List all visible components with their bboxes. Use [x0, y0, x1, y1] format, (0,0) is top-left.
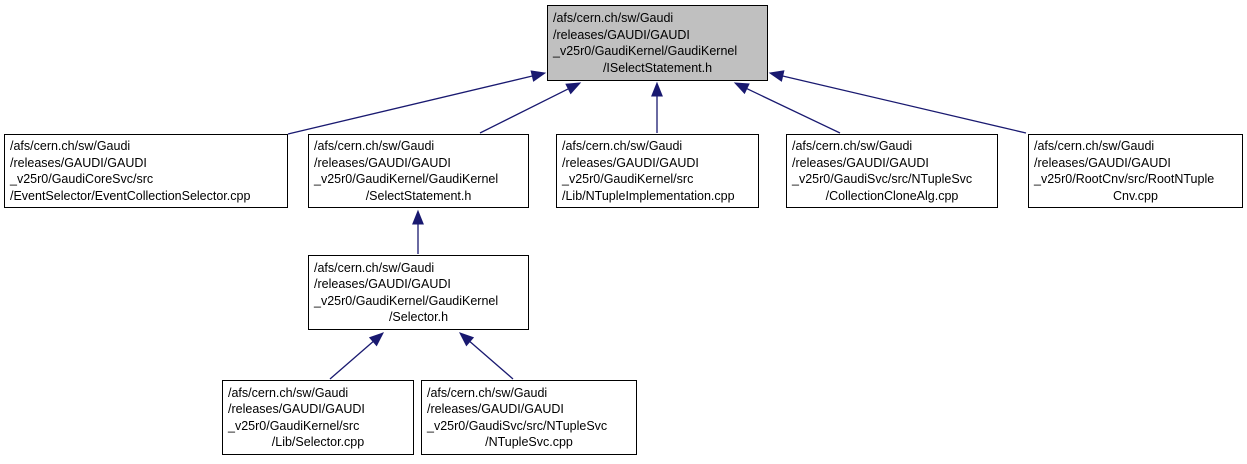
edge-arrowhead-rootntuplecnv-to-iselectstatement [768, 70, 785, 82]
node-label-line: /releases/GAUDI/GAUDI [314, 155, 451, 170]
node-label-line: /afs/cern.ch/sw/Gaudi [228, 385, 349, 400]
graph-node-iselectstatement[interactable]: /afs/cern.ch/sw/Gaudi/releases/GAUDI/GAU… [547, 5, 768, 81]
node-label-line: /afs/cern.ch/sw/Gaudi [314, 260, 435, 275]
node-label-line: /Selector.h [388, 310, 449, 324]
node-label-line: /afs/cern.ch/sw/Gaudi [562, 139, 683, 153]
node-label-line: /EventSelector/EventCollectionSelector.c… [10, 188, 251, 203]
graph-node-ntuplesvc_cpp[interactable]: /afs/cern.ch/sw/Gaudi/releases/GAUDI/GAU… [421, 380, 637, 455]
graph-node-ntupleimplementation[interactable]: /afs/cern.ch/sw/Gaudi/releases/GAUDI/GAU… [556, 134, 759, 208]
node-label-line: _v25r0/GaudiKernel/src [228, 418, 360, 433]
node-label-line: _v25r0/GaudiKernel/GaudiKernel [553, 44, 738, 58]
graph-node-rootntuplecnv[interactable]: /afs/cern.ch/sw/Gaudi/releases/GAUDI/GAU… [1028, 134, 1243, 208]
edge-arrowhead-eventcollectionselector-to-iselectstatement [530, 70, 547, 82]
graph-node-selectstatement[interactable]: /afs/cern.ch/sw/Gaudi/releases/GAUDI/GAU… [308, 134, 529, 208]
node-label-line: _v25r0/GaudiSvc/src/NTupleSvc [427, 418, 608, 433]
edge-arrowhead-selector_cpp-to-selector_h [368, 332, 385, 347]
node-label-line: _v25r0/GaudiKernel/src [562, 172, 694, 186]
node-label-line: Cnv.cpp [1113, 188, 1158, 203]
node-label-line: /releases/GAUDI/GAUDI [553, 27, 690, 42]
node-label-line: /releases/GAUDI/GAUDI [792, 155, 929, 170]
node-label-line: /afs/cern.ch/sw/Gaudi [553, 11, 674, 25]
node-label-line: /afs/cern.ch/sw/Gaudi [10, 139, 131, 153]
graph-node-selector_h[interactable]: /afs/cern.ch/sw/Gaudi/releases/GAUDI/GAU… [308, 255, 529, 330]
node-label-line: _v25r0/GaudiCoreSvc/src [10, 172, 154, 186]
edge-arrowhead-selector_h-to-selectstatement [412, 209, 424, 225]
graph-node-collectionclonealg[interactable]: /afs/cern.ch/sw/Gaudi/releases/GAUDI/GAU… [786, 134, 998, 208]
node-label-line: /afs/cern.ch/sw/Gaudi [1034, 139, 1155, 153]
node-label-line: _v25r0/GaudiKernel/GaudiKernel [314, 172, 499, 186]
node-label-line: /releases/GAUDI/GAUDI [427, 402, 564, 416]
node-label-line: /releases/GAUDI/GAUDI [562, 155, 699, 170]
node-label-line: /ISelectStatement.h [602, 60, 713, 75]
edge-line-rootntuplecnv-to-iselectstatement [782, 75, 1027, 134]
node-label-line: /afs/cern.ch/sw/Gaudi [792, 139, 913, 153]
edge-line-eventcollectionselector-to-iselectstatement [287, 75, 533, 135]
edge-line-selector_cpp-to-selector_h [329, 341, 374, 380]
edge-arrowhead-selectstatement-to-iselectstatement [565, 82, 582, 95]
node-label-line: /SelectStatement.h [365, 188, 472, 203]
node-label-line: /releases/GAUDI/GAUDI [10, 155, 147, 170]
node-label-line: /CollectionCloneAlg.cpp [825, 188, 959, 203]
node-label-line: /releases/GAUDI/GAUDI [314, 277, 451, 291]
edge-arrowhead-ntupleimplementation-to-iselectstatement [651, 81, 663, 97]
node-label-line: /afs/cern.ch/sw/Gaudi [314, 139, 435, 153]
edge-arrowhead-ntuplesvc_cpp-to-selector_h [458, 332, 475, 347]
graph-node-eventcollectionselector[interactable]: /afs/cern.ch/sw/Gaudi/releases/GAUDI/GAU… [4, 134, 288, 208]
node-label-line: /NTupleSvc.cpp [485, 435, 573, 449]
node-label-line: /releases/GAUDI/GAUDI [228, 402, 365, 416]
edge-line-collectionclonealg-to-iselectstatement [746, 88, 841, 134]
edge-line-ntuplesvc_cpp-to-selector_h [469, 341, 514, 380]
edge-line-selectstatement-to-iselectstatement [479, 88, 569, 134]
node-label-line: _v25r0/GaudiKernel/GaudiKernel [314, 293, 499, 308]
node-label-line: _v25r0/RootCnv/src/RootNTuple [1034, 172, 1215, 186]
node-label-line: /Lib/NTupleImplementation.cpp [562, 188, 735, 203]
node-label-line: /Lib/Selector.cpp [271, 435, 365, 449]
node-label-line: /releases/GAUDI/GAUDI [1034, 155, 1171, 170]
graph-node-selector_cpp[interactable]: /afs/cern.ch/sw/Gaudi/releases/GAUDI/GAU… [222, 380, 414, 455]
edge-arrowhead-collectionclonealg-to-iselectstatement [733, 82, 750, 95]
node-label-line: /afs/cern.ch/sw/Gaudi [427, 385, 548, 400]
node-label-line: _v25r0/GaudiSvc/src/NTupleSvc [792, 172, 973, 186]
